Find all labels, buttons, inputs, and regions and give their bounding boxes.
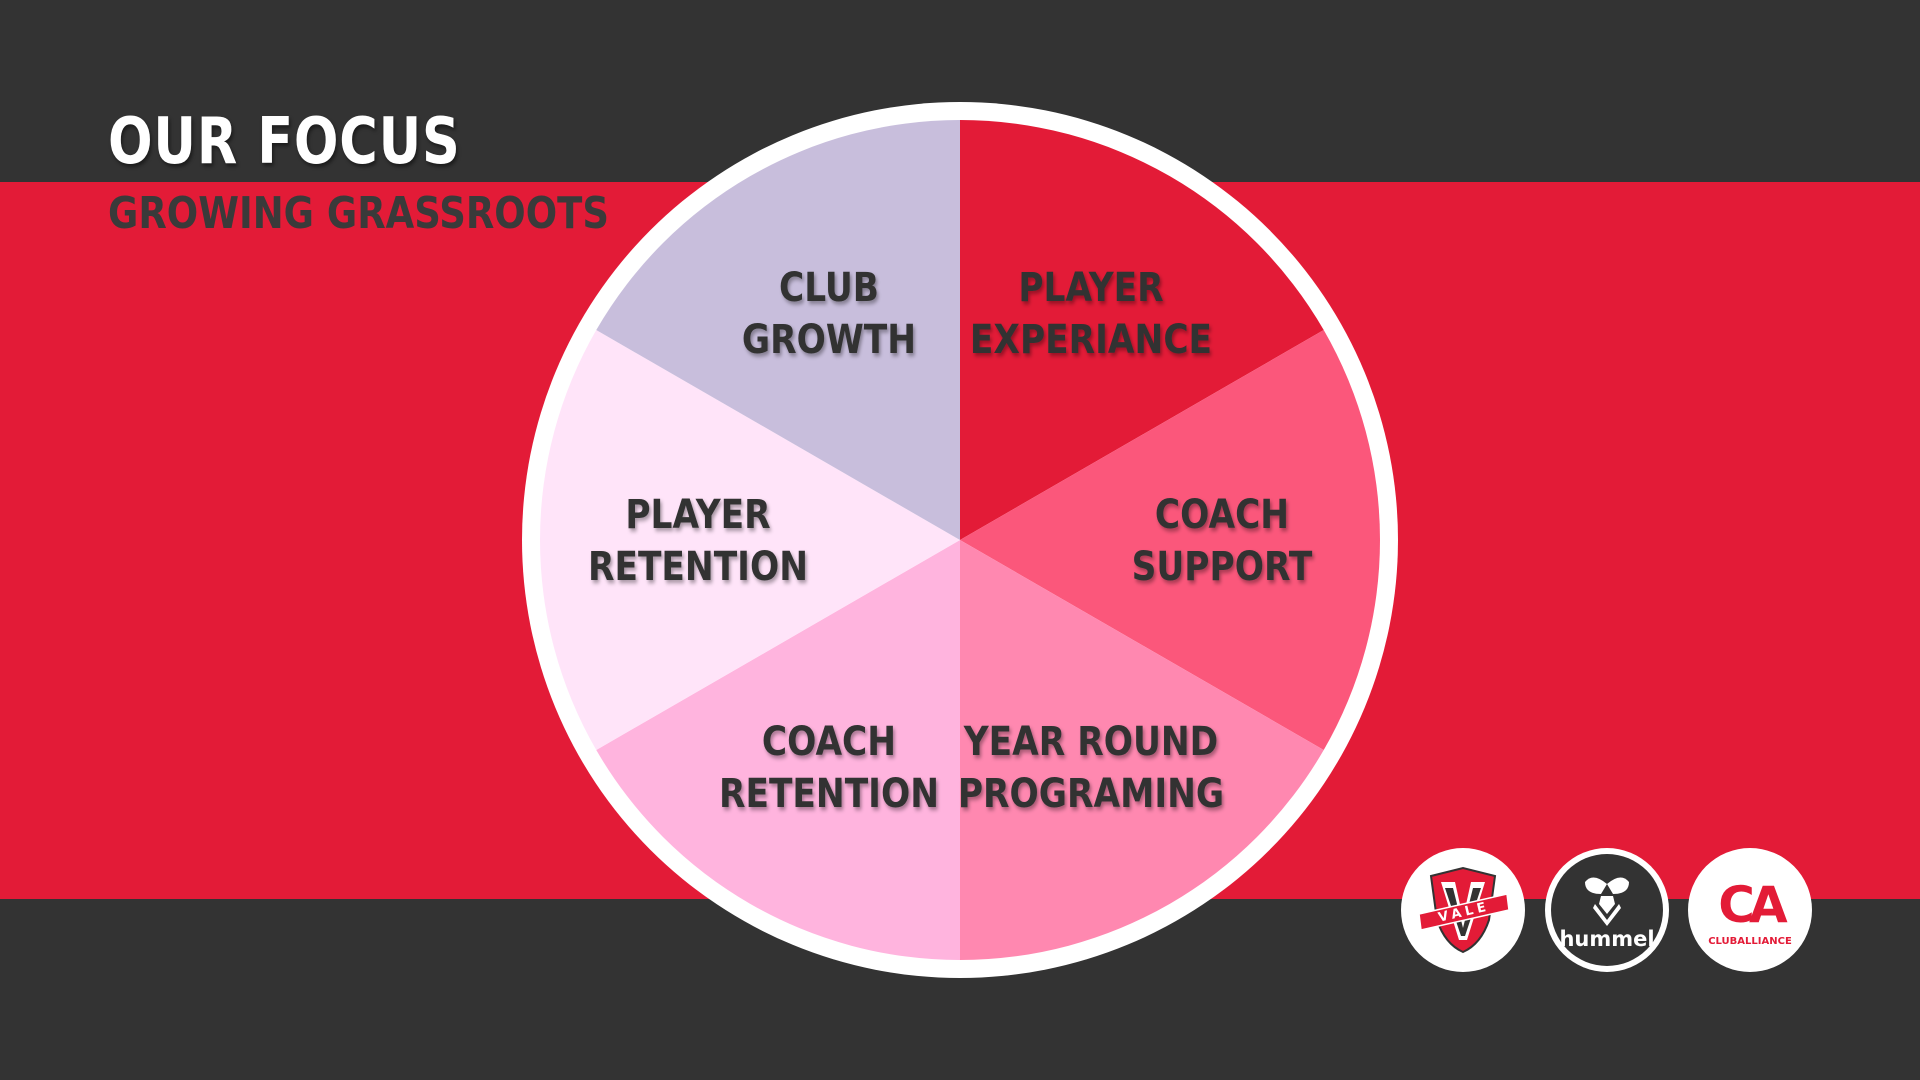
wheel-label-coach-support: COACH <box>1155 490 1289 537</box>
club-alliance-logo-text: CLUBALLIANCE <box>1708 936 1792 947</box>
wheel-label-club-growth: CLUB <box>779 264 879 311</box>
wheel-labels: PLAYER EXPERIANCE COACH SUPPORT YEAR ROUND PR… <box>588 264 1313 817</box>
wheel-label-year-round-programing: PROGRAMING <box>958 769 1224 816</box>
wheel-segment-year-round-programing <box>960 540 1324 960</box>
wheel-label-coach-retention: RETENTION <box>719 769 939 816</box>
wheel-label-player-experience: PLAYER <box>1018 264 1163 311</box>
wheel-label-year-round-programing: YEAR ROUND <box>963 717 1218 764</box>
wheel-label-coach-retention: COACH <box>762 717 896 764</box>
club-alliance-mark: CA <box>1718 876 1788 934</box>
wheel-segment-coach-retention <box>596 540 960 960</box>
wheel-label-player-retention: PLAYER <box>625 490 770 537</box>
hummel-logo-text: hummel <box>1559 927 1654 951</box>
wheel-segment-coach-support <box>960 330 1381 750</box>
wheel-segment-player-experience <box>960 120 1324 540</box>
wheel-label-coach-support: SUPPORT <box>1132 542 1313 589</box>
wheel-label-club-growth: GROWTH <box>742 316 916 363</box>
club-alliance-logo: CA CLUBALLIANCE <box>1688 848 1812 972</box>
page-title: OUR FOCUS <box>108 105 461 179</box>
hummel-logo: hummel <box>1545 848 1669 972</box>
club-alliance-icon: CA <box>1718 876 1794 934</box>
wheel-label-player-experience: EXPERIANCE <box>970 316 1212 363</box>
vale-logo: VALE <box>1401 848 1525 972</box>
hummel-bee-icon <box>1585 877 1629 926</box>
wheel-label-player-retention: RETENTION <box>588 542 808 589</box>
wheel-segment-club-growth <box>596 120 960 540</box>
page-subtitle: GROWING GRASSROOTS <box>108 188 609 239</box>
wheel-segment-player-retention <box>540 330 960 750</box>
wheel-segments <box>540 120 1381 960</box>
